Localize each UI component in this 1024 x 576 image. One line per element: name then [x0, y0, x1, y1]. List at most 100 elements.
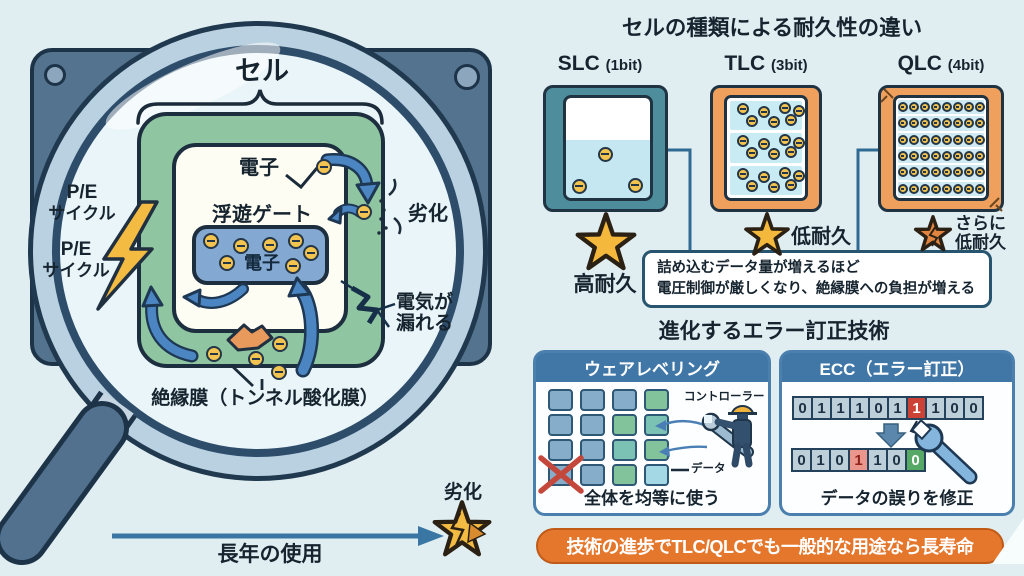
- electron-icon: [897, 151, 908, 162]
- usage-label: 長年の使用: [217, 543, 323, 566]
- bit-cell: 0: [905, 448, 926, 472]
- electron-icon: [941, 134, 952, 145]
- block-cell: [580, 464, 605, 486]
- electron-icon: [908, 167, 919, 178]
- bit-cell: 1: [887, 396, 908, 420]
- aged-degradation-label: 劣化: [443, 482, 482, 503]
- qlc-durability-line1: さらに: [955, 214, 1006, 233]
- electron-icon: [908, 118, 919, 129]
- electron-icon: [930, 151, 941, 162]
- block-cell: [612, 464, 637, 486]
- note-line1: 詰め込むデータ量が増えるほど: [657, 259, 860, 276]
- electron-icon: [758, 106, 770, 118]
- block-cell: [548, 439, 573, 461]
- electron-icon: [768, 116, 780, 128]
- leak-label: 電気が 漏れる: [396, 292, 453, 335]
- qlc-level-row: [897, 148, 985, 164]
- qlc-cell-inner: [893, 95, 989, 201]
- electron-icon: [919, 118, 930, 129]
- electron-icon: [919, 167, 930, 178]
- bit-cell: 1: [906, 396, 927, 420]
- electron-icon: [758, 138, 770, 151]
- electron-icon: [952, 134, 963, 145]
- screw-hole-icon: [44, 64, 66, 86]
- electron-icon: [597, 146, 613, 162]
- electron-icon: [897, 134, 908, 145]
- qlc-durability-line2: 低耐久: [955, 233, 1006, 253]
- block-cell: [580, 439, 605, 461]
- electron-icon: [908, 102, 919, 113]
- electron-icon: [746, 179, 758, 192]
- block-cell: [644, 414, 669, 436]
- controller-label: コントローラー: [684, 391, 765, 403]
- electron-icon: [908, 183, 919, 194]
- tlc-star-icon: [744, 212, 790, 256]
- electron-icon: [919, 183, 930, 194]
- electron-icon: [785, 146, 797, 159]
- electron-icon: [941, 102, 952, 113]
- ecc-panel: ECC（エラー訂正）: [779, 350, 1015, 516]
- bit-cell: 1: [830, 396, 851, 420]
- electron-icon: [941, 183, 952, 194]
- pe-cycle-2-line1: P/E: [60, 239, 92, 260]
- slc-electrons: [563, 95, 653, 201]
- electron-icon: [974, 134, 985, 145]
- wear-leveling-header: ウェアレベリング: [536, 353, 768, 382]
- electron-icon: [746, 147, 758, 160]
- electron-icon: [233, 238, 249, 254]
- electron-icon: [963, 151, 974, 162]
- voltage-note-box: 詰め込むデータ量が増えるほど 電圧制御が厳しくなり、絶縁膜への負担が増える: [642, 250, 992, 308]
- bit-cell: 1: [867, 448, 888, 472]
- pe-cycle-label-2: P/E サイクル: [32, 239, 120, 282]
- electron-icon: [919, 134, 930, 145]
- wear-leveling-grid: [548, 389, 669, 486]
- block-cell: [644, 389, 669, 411]
- qlc-name: QLC: [897, 52, 942, 75]
- electron-icon: [571, 178, 587, 194]
- electron-icon: [974, 118, 985, 129]
- pe-cycle-1-line1: P/E: [66, 182, 98, 203]
- bit-cell: 0: [792, 396, 813, 420]
- electron-icon: [930, 167, 941, 178]
- bit-cell: 0: [868, 396, 889, 420]
- electron-icon: [930, 134, 941, 145]
- tlc-cell-inner: [724, 95, 808, 201]
- electron-icon: [262, 237, 278, 253]
- tlc-level-band: [730, 133, 805, 163]
- electron-icon: [897, 167, 908, 178]
- electron-icon: [793, 137, 805, 150]
- electron-icon: [974, 167, 985, 178]
- cell-label: セル: [235, 56, 289, 86]
- pe-cycle-label-1: P/E サイクル: [38, 182, 126, 225]
- ecc-caption: データの誤りを修正: [820, 489, 974, 508]
- bit-cell: 1: [925, 396, 946, 420]
- electron-icon: [952, 167, 963, 178]
- electron-icon: [793, 105, 805, 117]
- qlc-note-connector: [856, 148, 878, 250]
- electron-icon: [779, 134, 791, 147]
- gate-electron-label: 電子: [244, 253, 280, 273]
- block-cell: [644, 439, 669, 461]
- electron-icon: [779, 102, 791, 114]
- block-cell: [548, 389, 573, 411]
- electron-icon: [952, 183, 963, 194]
- qlc-level-row: [897, 132, 985, 147]
- slc-star-icon: [578, 214, 635, 268]
- electron-icon: [316, 159, 332, 175]
- electron-icon: [930, 118, 941, 129]
- degradation-label: 劣化: [408, 203, 448, 225]
- electron-icon: [974, 102, 985, 113]
- electron-icon: [737, 167, 749, 180]
- electron-icon: [963, 183, 974, 194]
- electron-icon: [203, 233, 219, 249]
- qlc-level-row: [897, 165, 985, 180]
- electron-icon: [248, 351, 264, 367]
- block-cell: [612, 439, 637, 461]
- leak-label-line1: 電気が: [396, 292, 454, 313]
- electron-icon: [941, 118, 952, 129]
- electron-icon: [952, 118, 963, 129]
- electron-icon: [941, 167, 952, 178]
